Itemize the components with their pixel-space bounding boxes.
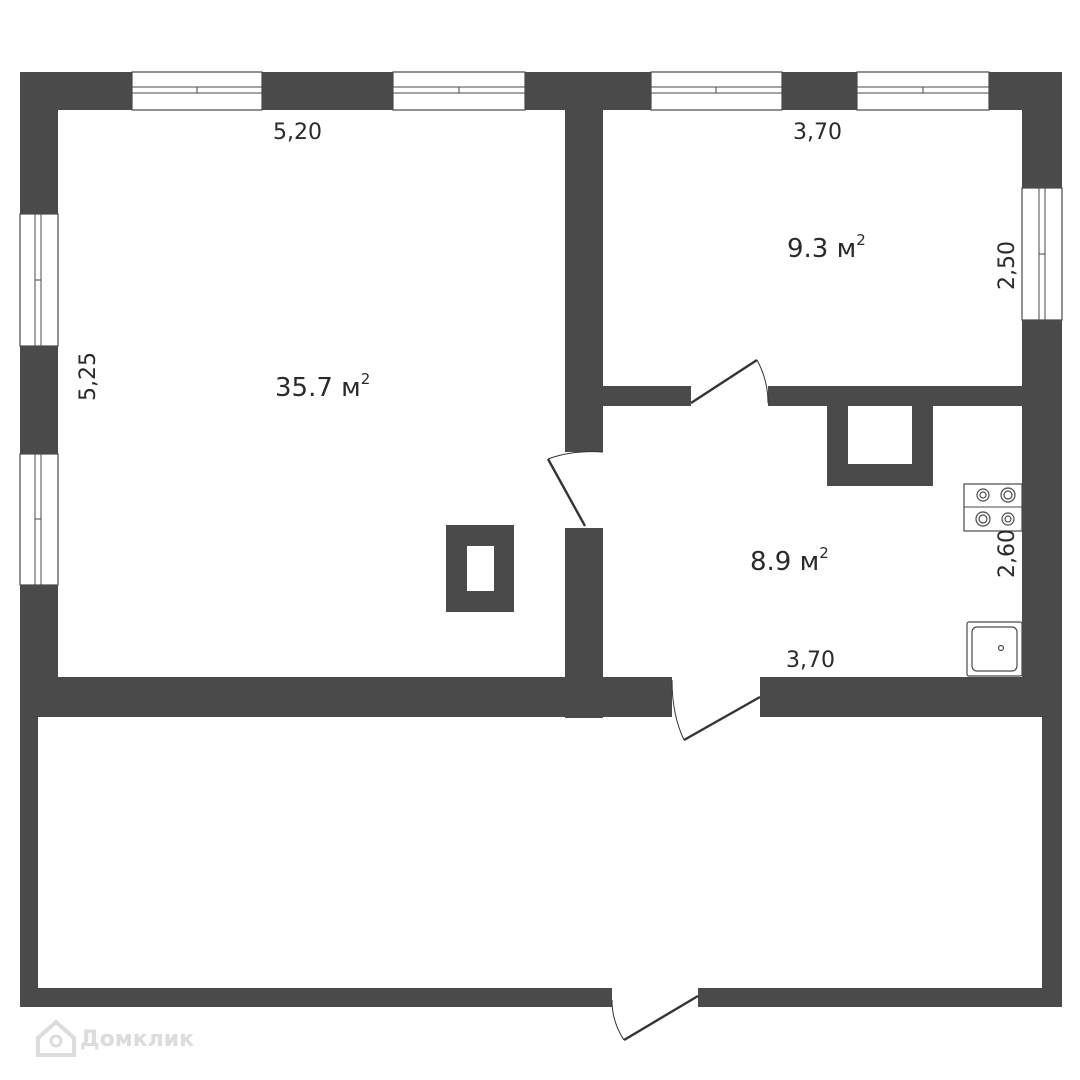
door-kitchen-veranda [671,679,761,742]
domclick-logo: Домклик [36,1019,194,1057]
stove-chimney-kitchen [827,406,933,486]
partition-horizontal-right [768,386,1022,406]
window-right-1 [1021,187,1063,321]
outer-wall-right [1022,72,1062,717]
window-top-2 [392,71,526,111]
middle-wall-right [760,677,1062,717]
veranda-wall-bottom-right [698,988,1062,1007]
walls [20,72,1062,1007]
veranda-wall-bottom-left [20,988,612,1007]
kitchen-area: 8.9 м2 [750,544,829,577]
kitchen-width-dimension: 3,70 [786,648,835,673]
middle-wall-left [20,677,672,717]
kitchen-height-dimension: 2,60 [995,529,1020,578]
window-top-3 [650,71,783,111]
veranda-wall-right [1042,717,1062,1007]
door-living-kitchen [546,451,604,527]
bedroom-width-dimension: 3,70 [793,120,842,145]
door-bedroom-kitchen [690,358,769,405]
windows [19,71,1063,586]
living-width-dimension: 5,20 [273,120,322,145]
bedroom-height-dimension: 2,50 [995,241,1020,290]
window-left-1 [19,213,59,347]
house-logo-icon [36,1019,76,1057]
window-top-4 [856,71,990,111]
sink-icon [966,621,1023,677]
doors [546,358,769,1042]
outer-wall-left [20,72,58,717]
bedroom-area: 9.3 м2 [787,231,866,264]
veranda-wall-left [20,717,38,1007]
watermark-text: Домклик [80,1027,194,1052]
partition-horizontal-left [603,386,691,406]
stove-chimney-living [446,525,514,612]
living-room-area: 35.7 м2 [275,370,370,403]
window-left-2 [19,453,59,586]
cooktop-icon [963,483,1023,532]
window-top-1 [131,71,263,111]
partition-vertical-upper [565,110,603,452]
living-height-dimension: 5,25 [76,352,101,401]
door-entrance [611,994,699,1042]
